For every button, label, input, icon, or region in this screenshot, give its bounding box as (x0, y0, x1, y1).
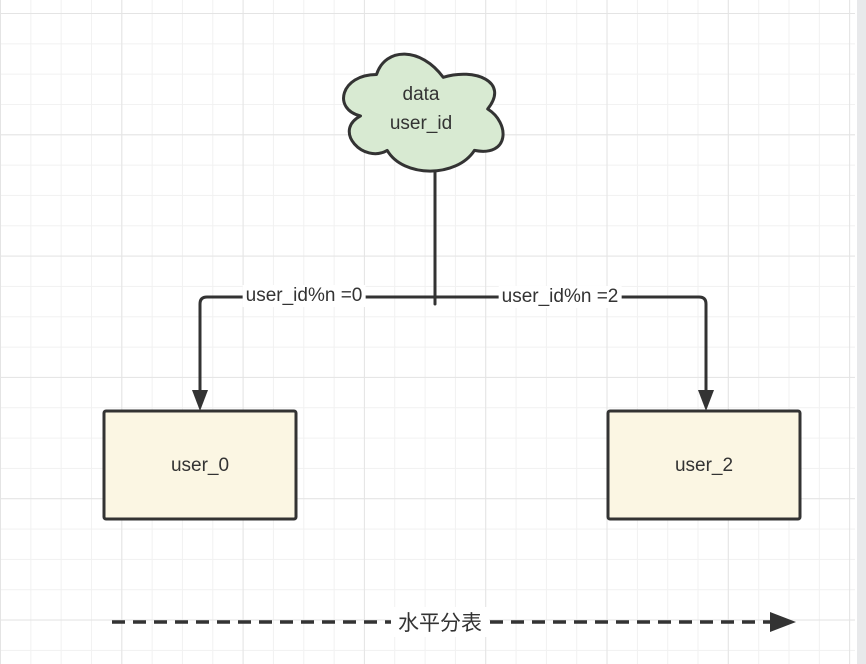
cloud-label: data user_id (390, 80, 452, 138)
edge-right[interactable] (433, 295, 714, 411)
arrowhead-left-icon (192, 390, 208, 411)
horizontal-sharding-label[interactable]: 水平分表 (391, 607, 489, 637)
edge-label-right[interactable]: user_id%n =2 (498, 286, 622, 308)
vertical-scrollbar[interactable] (855, 0, 866, 664)
arrowhead-right-icon (698, 390, 714, 411)
table-label-user2: user_2 (674, 455, 734, 476)
arrowhead-flow-icon (770, 612, 796, 632)
cloud-label-line1: data (402, 84, 440, 105)
edge-left[interactable] (192, 295, 437, 411)
table-node-user2[interactable] (606, 409, 802, 521)
table-label-user0: user_0 (170, 455, 230, 476)
cloud-shape[interactable] (342, 52, 505, 173)
table-node-user0[interactable] (102, 409, 298, 521)
cloud-label-line2: user_id (389, 113, 453, 134)
cloud-node-data[interactable] (342, 52, 505, 173)
horizontal-sharding-arrow[interactable] (112, 612, 796, 632)
edge-label-left[interactable]: user_id%n =0 (242, 285, 366, 307)
